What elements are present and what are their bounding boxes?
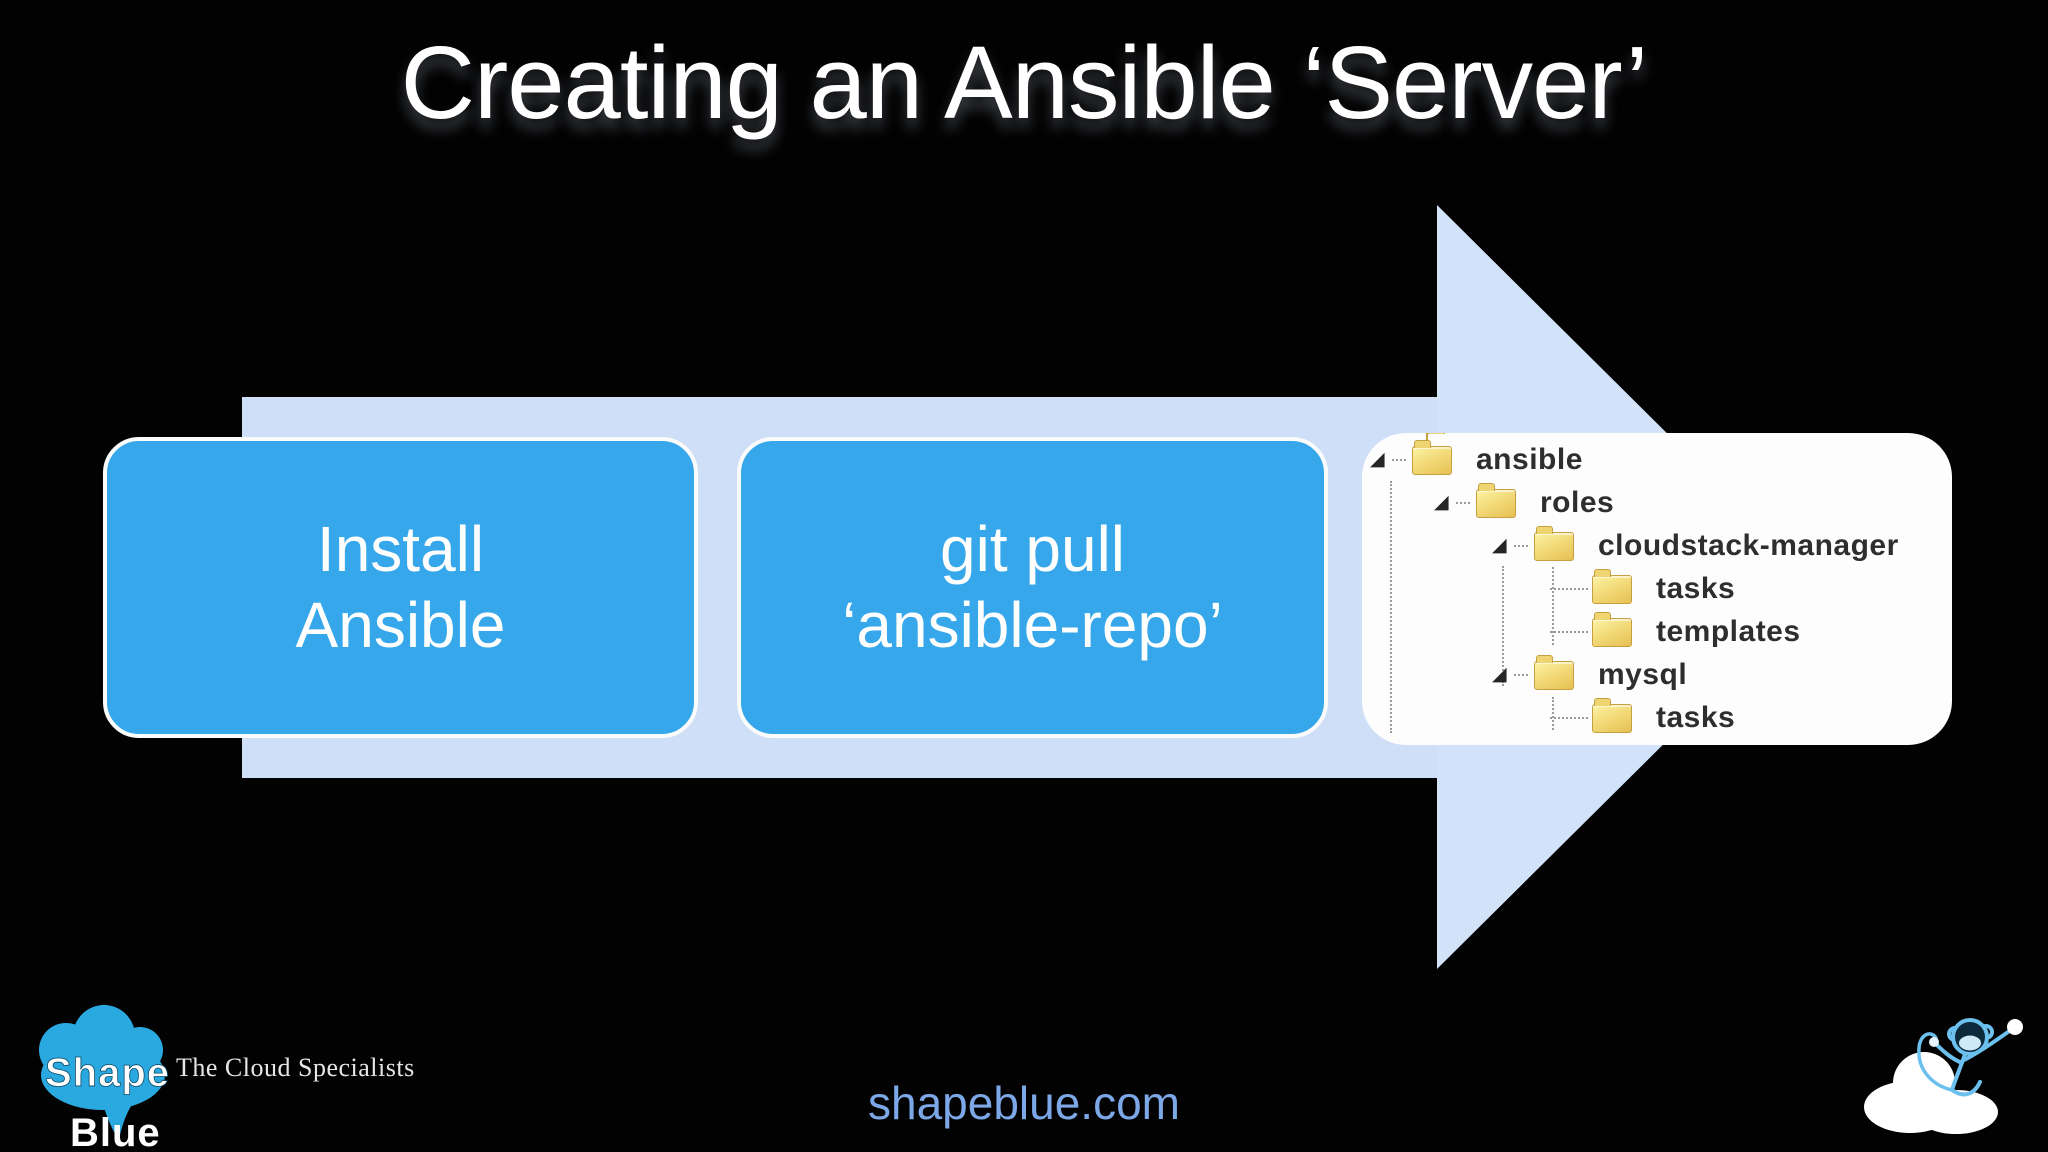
expand-triangle-icon[interactable]: ◢ — [1434, 490, 1450, 513]
logo-tagline: The Cloud Specialists — [176, 1053, 415, 1082]
shapeblue-logo: Shape Blue — [39, 1005, 170, 1152]
folder-icon — [1412, 439, 1452, 475]
logo-word-shape: Shape — [45, 1051, 170, 1095]
folder-icon — [1592, 697, 1632, 733]
tree-item-label: tasks — [1656, 572, 1736, 605]
step-label-line: ‘ansible-repo’ — [842, 588, 1223, 661]
mascot-cloud-shape — [1864, 1052, 1998, 1134]
mascot-monkey-figure — [1917, 1018, 2013, 1097]
folder-icon-partial — [1426, 433, 1466, 445]
tree-item-label: roles — [1540, 486, 1615, 519]
tree-connector — [1502, 566, 1504, 686]
cloud-monkey-mascot — [1864, 1018, 2023, 1134]
expand-triangle-icon[interactable]: ◢ — [1370, 447, 1386, 470]
step-label-line: git pull — [940, 512, 1125, 585]
tree-connector — [1456, 502, 1470, 504]
step-label-line: Ansible — [295, 588, 506, 661]
slide-title: Creating an Ansible ‘Server’ — [400, 25, 1649, 140]
tree-item-label: ansible — [1476, 443, 1583, 476]
tree-item-templates[interactable]: templates — [1362, 611, 1952, 650]
expand-triangle-icon[interactable]: ◢ — [1492, 533, 1508, 556]
mascot-hand — [1929, 1037, 1939, 1047]
tree-connector — [1550, 717, 1588, 719]
folder-icon — [1534, 654, 1574, 690]
folder-icon — [1592, 568, 1632, 604]
folder-tree-panel: ◢ ansible ◢ roles ◢ cloudstack-manager t… — [1362, 433, 1952, 745]
step-box-git-pull: git pull ‘ansible-repo’ — [737, 437, 1328, 738]
folder-icon — [1476, 482, 1516, 518]
logo-word-blue: Blue — [70, 1111, 161, 1152]
tree-item-label: mysql — [1598, 658, 1688, 691]
tree-connector — [1514, 674, 1528, 676]
mascot-hand — [2007, 1019, 2023, 1035]
step-label-line: Install — [316, 512, 485, 585]
folder-icon — [1534, 525, 1574, 561]
tree-connector — [1550, 631, 1588, 633]
expand-triangle-icon[interactable]: ◢ — [1492, 662, 1508, 685]
tree-connector — [1390, 481, 1392, 733]
folder-icon — [1592, 611, 1632, 647]
tree-item-cloudstack-manager[interactable]: ◢ cloudstack-manager — [1362, 525, 1952, 564]
website-link[interactable]: shapeblue.com — [868, 1077, 1180, 1129]
tree-connector — [1550, 588, 1588, 590]
tree-connector — [1552, 567, 1554, 645]
tree-item-tasks-2[interactable]: tasks — [1362, 697, 1952, 736]
tree-item-mysql[interactable]: ◢ mysql — [1362, 654, 1952, 693]
step-box-install-ansible: Install Ansible — [103, 437, 698, 738]
tree-item-ansible[interactable]: ◢ ansible — [1362, 439, 1952, 478]
tree-connector — [1392, 459, 1406, 461]
tree-item-label: cloudstack-manager — [1598, 529, 1899, 562]
tree-item-label: templates — [1656, 615, 1801, 648]
tree-item-label: tasks — [1656, 701, 1736, 734]
tree-item-roles[interactable]: ◢ roles — [1362, 482, 1952, 521]
tree-item-tasks[interactable]: tasks — [1362, 568, 1952, 607]
tree-connector — [1552, 697, 1554, 730]
tree-connector — [1514, 545, 1528, 547]
logo-cloud-shape — [39, 1005, 165, 1139]
